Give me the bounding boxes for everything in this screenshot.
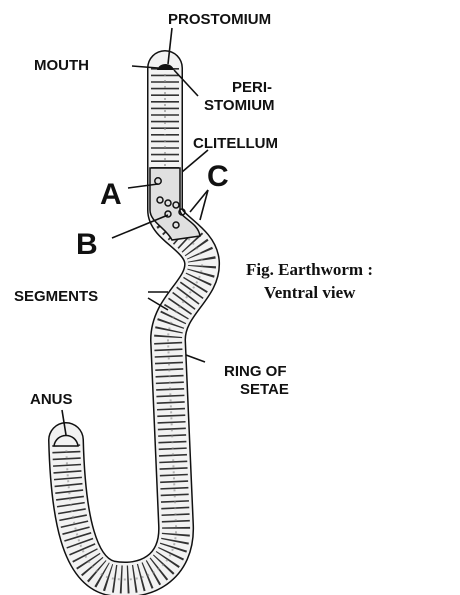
caption-line-2: Ventral view bbox=[264, 283, 356, 302]
label-prostomium: PROSTOMIUM bbox=[168, 11, 271, 28]
label-mouth: MOUTH bbox=[34, 57, 89, 74]
label-ring-of-setae-1: RING OF bbox=[224, 363, 287, 380]
label-clitellum: CLITELLUM bbox=[193, 135, 278, 152]
label-ring-of-setae-2: SETAE bbox=[240, 381, 289, 398]
label-b: B bbox=[76, 228, 98, 261]
label-peristomium-2: STOMIUM bbox=[204, 97, 275, 114]
label-a: A bbox=[100, 178, 122, 211]
worm-body bbox=[66, 68, 202, 580]
label-peristomium-1: PERI- bbox=[232, 79, 272, 96]
label-segments: SEGMENTS bbox=[14, 288, 98, 305]
label-c: C bbox=[207, 160, 229, 193]
caption-line-1: Fig. Earthworm : bbox=[246, 260, 373, 279]
label-anus: ANUS bbox=[30, 391, 73, 408]
